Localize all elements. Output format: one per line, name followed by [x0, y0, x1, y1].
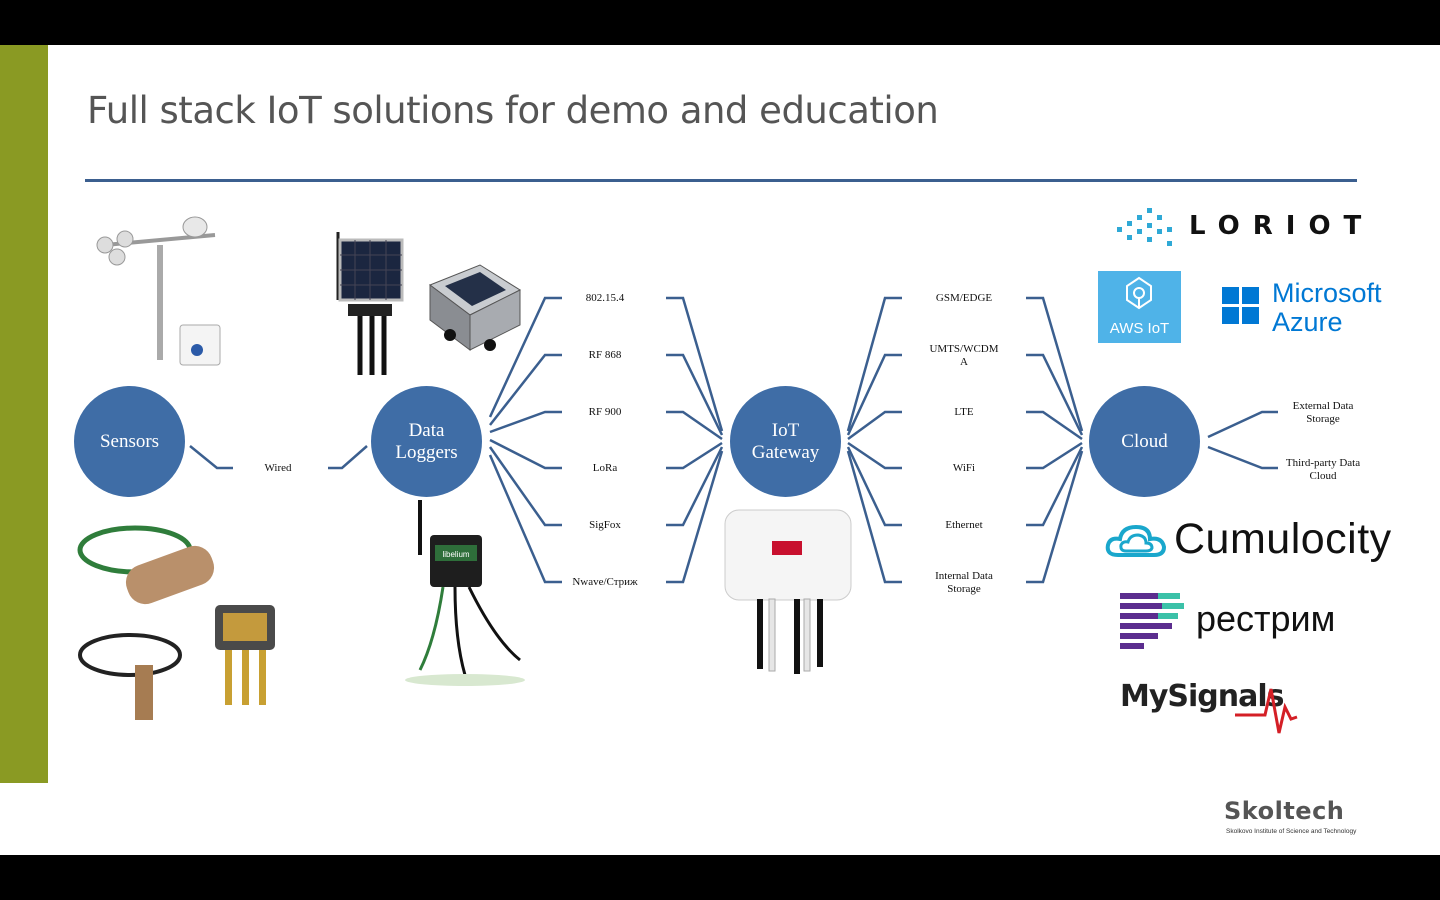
dl-lora — [489, 438, 562, 470]
uplink-label-gsm: GSM/EDGE — [935, 292, 993, 304]
radio-label-lora: LoRa — [592, 462, 618, 474]
data-loggers-label-2: Loggers — [395, 441, 458, 463]
cloud-out-ext-2: Storage — [1306, 413, 1340, 425]
wired-link — [189, 445, 233, 470]
iot-gateway-node: IoT Gateway — [730, 386, 841, 497]
cloud-label: Cloud — [1121, 430, 1168, 452]
co-ext — [1207, 410, 1278, 439]
gw-rf868 — [666, 353, 724, 436]
cumulocity-wordmark: Cumulocity — [1174, 515, 1392, 563]
radio-label-sigfox: SigFox — [589, 519, 621, 531]
uplink-label-umts-1: UMTS/WCDM — [929, 343, 999, 355]
page-title: Full stack IoT solutions for demo and ed… — [87, 89, 939, 132]
uplink-label-storage-1: Internal Data — [935, 570, 993, 582]
skoltech-subtitle: Skolkovo Institute of Science and Techno… — [1226, 828, 1357, 835]
cloud-out-third-2: Cloud — [1309, 470, 1337, 482]
aws-iot-icon — [1126, 276, 1152, 310]
dl-sigfox — [488, 446, 562, 527]
gw-nwave — [666, 450, 724, 584]
mysignals-wordmark: MySignals — [1120, 679, 1285, 714]
dl-rf900 — [489, 410, 562, 434]
gwo-storage — [846, 450, 902, 584]
gwo-gsm — [846, 296, 902, 432]
data-loggers-node: Data Loggers — [371, 386, 482, 497]
uplink-label-ethernet: Ethernet — [945, 519, 983, 531]
data-loggers-label-1: Data — [408, 419, 445, 441]
soil-sensor-image — [77, 525, 275, 720]
cl-lte — [1026, 410, 1083, 441]
cl-wifi — [1026, 441, 1083, 470]
skoltech-logo: Skoltech Skolkovo Institute of Science a… — [1224, 797, 1394, 842]
restream-wordmark: рестрим — [1196, 598, 1336, 639]
iot-gateway-label-2: Gateway — [751, 441, 820, 463]
restream-logo: рестрим — [1118, 591, 1368, 657]
gw-lora — [666, 441, 723, 470]
restream-mark-icon — [1120, 593, 1184, 649]
slide: Full stack IoT solutions for demo and ed… — [0, 45, 1440, 855]
gwo-wifi — [847, 441, 902, 470]
mysignals-logo: MySignals — [1120, 677, 1320, 737]
data-logger-device-image: libelium — [405, 500, 525, 686]
libelium-device-text: libelium — [442, 550, 469, 559]
solar-panel-image — [336, 232, 404, 375]
gw-802 — [666, 296, 724, 432]
cl-storage — [1026, 450, 1084, 584]
windows-icon — [1222, 287, 1259, 324]
azure-logo: Microsoft Azure — [1222, 278, 1412, 338]
aws-iot-logo: AWS IoT — [1098, 271, 1181, 343]
heartbeat-icon — [1235, 688, 1298, 734]
wired-label: Wired — [264, 462, 292, 474]
sensors-node: Sensors — [74, 386, 185, 497]
title-divider — [85, 179, 1357, 182]
sensors-label: Sensors — [99, 430, 160, 452]
gwo-lte — [847, 410, 902, 441]
skoltech-wordmark: Skoltech — [1224, 797, 1345, 825]
co-third — [1207, 445, 1278, 470]
radio-label-rf868: RF 868 — [588, 349, 622, 361]
uplink-label-umts-2: A — [960, 356, 968, 368]
cumulocity-logo: Cumulocity — [1104, 515, 1409, 570]
cloud-node: Cloud — [1089, 386, 1200, 497]
azure-line1: Microsoft — [1272, 278, 1382, 308]
gwo-eth — [846, 446, 902, 527]
cloud-icon — [1105, 524, 1167, 557]
cloud-out-ext-1: External Data — [1292, 400, 1354, 412]
cl-umts — [1026, 353, 1084, 436]
cl-eth — [1026, 446, 1084, 527]
iot-gateway-label-1: IoT — [771, 419, 800, 441]
loriot-logo: LORIOT — [1115, 205, 1361, 250]
uplink-label-storage-2: Storage — [947, 583, 981, 595]
dl-nwave — [488, 454, 562, 584]
wired-link-2 — [328, 445, 368, 470]
uplink-label-wifi: WiFi — [952, 462, 976, 474]
radio-label-rf900: RF 900 — [588, 406, 622, 418]
gw-rf900 — [666, 410, 723, 441]
cloud-out-third-1: Third-party Data — [1285, 457, 1361, 469]
azure-line2: Azure — [1272, 307, 1343, 337]
loriot-wordmark: LORIOT — [1189, 211, 1375, 241]
connector-lines — [189, 296, 1278, 584]
weather-station-image — [96, 216, 221, 366]
gwo-umts — [846, 353, 902, 436]
radio-label-802154: 802.15.4 — [585, 292, 625, 304]
dl-802 — [488, 296, 562, 418]
enclosure-image — [428, 264, 522, 351]
gateway-device-image — [724, 509, 852, 674]
loriot-mark-icon — [1117, 208, 1172, 246]
aws-iot-label: AWS IoT — [1109, 320, 1170, 337]
accent-bar — [0, 45, 48, 783]
radio-label-nwave: Nwave/Стриж — [572, 576, 638, 588]
uplink-label-lte: LTE — [954, 406, 974, 418]
gw-sigfox — [666, 446, 724, 527]
cl-gsm — [1026, 296, 1084, 432]
dl-rf868 — [489, 353, 562, 426]
